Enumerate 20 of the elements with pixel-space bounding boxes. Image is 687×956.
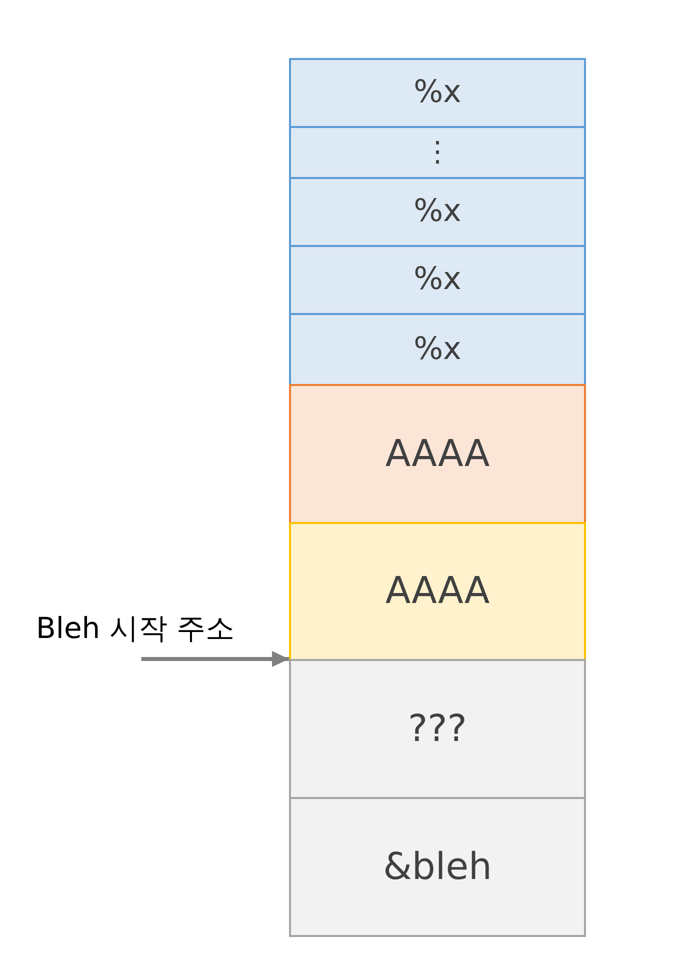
stack-slot [289, 797, 586, 937]
slot-value: %x [414, 332, 462, 368]
stack-slot [289, 58, 586, 128]
slot-value: ??? [408, 708, 467, 750]
stack-slot [289, 384, 586, 524]
pointer-arrow [141, 651, 289, 667]
stack-slot [289, 177, 586, 247]
stack-slot [289, 659, 586, 799]
slot-value: AAAA [385, 432, 490, 476]
slot-value: %x [414, 75, 462, 111]
slot-value: AAAA [385, 570, 490, 613]
stack-slot [289, 313, 586, 386]
slot-value: %x [414, 194, 462, 230]
stack-slot [289, 126, 586, 179]
address-label: Bleh 시작 주소 [36, 612, 235, 646]
slot-value: ⋮ [424, 136, 452, 169]
slot-value: %x [414, 262, 462, 298]
stack-slot [289, 245, 586, 315]
stack-slot [289, 522, 586, 661]
slot-value: &bleh [383, 846, 492, 888]
